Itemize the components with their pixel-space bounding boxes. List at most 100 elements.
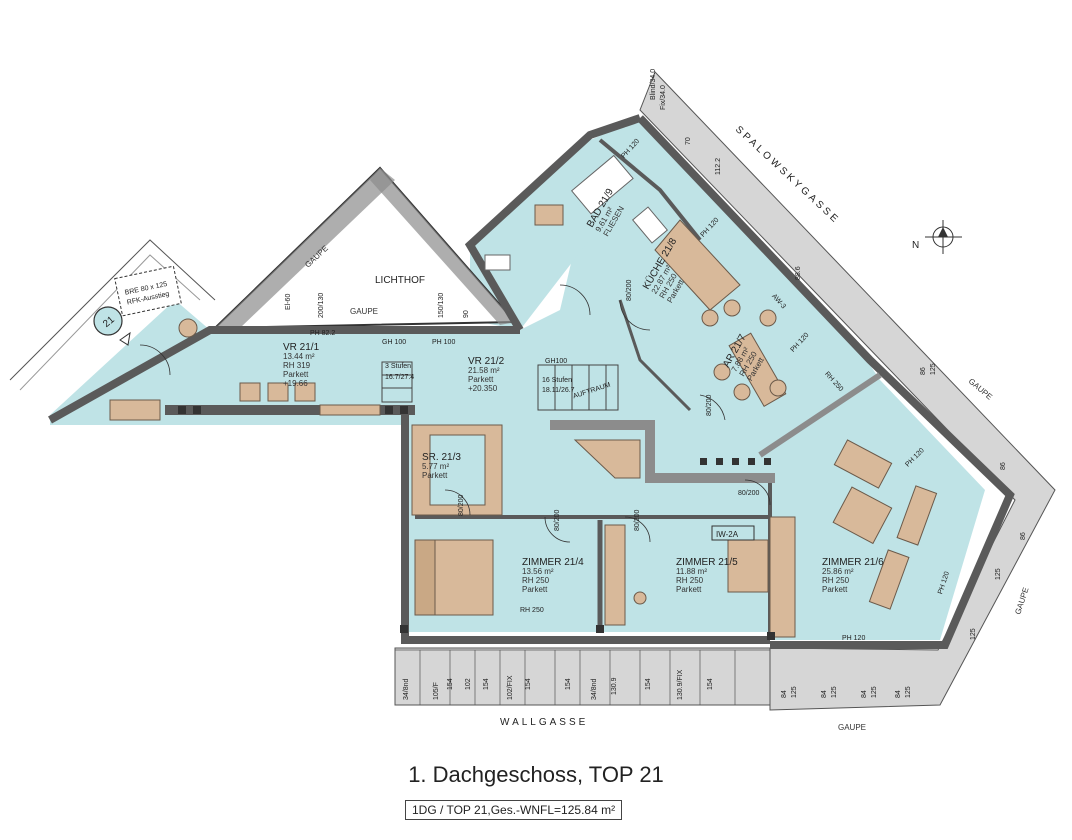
dim-label: 84 xyxy=(861,690,868,698)
room-detail: Parkett xyxy=(676,585,702,594)
dim-label: Fix/34.0 xyxy=(660,85,667,110)
dim-label: 112.2 xyxy=(715,158,722,175)
stairs-label: 3 Stufen xyxy=(385,363,411,370)
lichthof xyxy=(212,166,518,330)
dim-label: 130.9/FIX xyxy=(677,669,684,700)
gh-label: GH 100 xyxy=(382,339,406,346)
room-detail: Parkett xyxy=(822,585,848,594)
dim-label: 125 xyxy=(871,686,878,698)
chair xyxy=(239,382,261,402)
room-name: ZIMMER 21/4 xyxy=(522,557,584,568)
room-detail: Parkett xyxy=(283,370,309,379)
wardrobe-215 xyxy=(604,524,626,626)
window-strip-wallgasse xyxy=(395,649,770,706)
plan-title: 1. Dachgeschoss, TOP 21 xyxy=(408,762,664,787)
dim-label: 34/8nd xyxy=(591,678,598,700)
dim-label: 102 xyxy=(465,678,472,690)
rh-label: RH 250 xyxy=(520,607,544,614)
lichthof-label: LICHTHOF xyxy=(375,275,425,286)
door-label: 80/200 xyxy=(738,490,760,497)
gaupe-label: GAUPE xyxy=(350,307,378,316)
dim-label: 34/8nd xyxy=(403,678,410,700)
dim-label: 86 xyxy=(1020,532,1027,540)
furniture xyxy=(109,154,938,638)
dim-label: 70 xyxy=(685,137,692,145)
plant xyxy=(178,318,198,338)
stairs-dim: 18.11/26.7 xyxy=(542,387,575,394)
north-arrow: N xyxy=(912,220,962,254)
door-label: 80/200 xyxy=(554,509,561,531)
street-wallgasse: WALLGASSE xyxy=(500,717,588,728)
room-detail: 25.86 m² xyxy=(822,567,854,576)
iw2a-label: IW-2A xyxy=(716,530,739,539)
dim-label: 125 xyxy=(831,686,838,698)
el60-label: El-60 xyxy=(285,294,292,310)
floor-plan: 34/8nd 105/F 154 102 154 102/FIX 154 154… xyxy=(9,69,1056,732)
room-detail: +19.66 xyxy=(283,379,308,388)
room-detail: 13.44 m² xyxy=(283,352,315,361)
gaupe-dim: 90 xyxy=(463,310,470,318)
dim-label: 154 xyxy=(483,678,490,690)
door-label: 80/200 xyxy=(706,394,713,416)
dim-label: 130.9 xyxy=(611,677,618,695)
ph-label: PH 120 xyxy=(842,635,865,642)
dim-label: 154 xyxy=(645,678,652,690)
desk xyxy=(727,539,769,593)
gaupe-label: GAUPE xyxy=(1013,586,1030,615)
door-label: 80/200 xyxy=(626,279,633,301)
dim-label: 84 xyxy=(895,690,902,698)
room-detail: RH 250 xyxy=(522,576,550,585)
gaupe-label: GAUPE xyxy=(838,723,866,732)
chair xyxy=(267,382,289,402)
sofa xyxy=(833,439,893,489)
dim-label: 125 xyxy=(970,628,977,640)
north-label: N xyxy=(912,240,919,251)
wall-markers xyxy=(178,406,775,640)
dim-label: 125 xyxy=(995,568,1002,580)
dim-label: 84 xyxy=(821,690,828,698)
sofa xyxy=(896,485,938,546)
dim-label: Blind/34.0 xyxy=(650,69,657,100)
left-balcony xyxy=(9,239,216,391)
dim-label: 88.6 xyxy=(795,266,802,280)
bathtub xyxy=(570,154,634,215)
gh-label: GH100 xyxy=(545,358,567,365)
room-name: VR 21/2 xyxy=(468,356,505,367)
room-detail: 13.56 m² xyxy=(522,567,554,576)
sofa xyxy=(868,549,910,610)
dim-label: 84 xyxy=(781,690,788,698)
door-label: 80/200 xyxy=(634,509,641,531)
wardrobe-216 xyxy=(769,516,796,638)
ph-label: PH 100 xyxy=(432,339,455,346)
desk-chair xyxy=(633,591,647,605)
room-detail: 5.77 m² xyxy=(422,462,449,471)
room-detail: RH 250 xyxy=(822,576,850,585)
door-swings xyxy=(139,284,771,543)
stairs-label: 16 Stufen xyxy=(542,377,572,384)
gaupe-label: GAUPE xyxy=(967,377,994,402)
dim-label: 125 xyxy=(791,686,798,698)
chair xyxy=(294,382,316,402)
room-name: ZIMMER 21/6 xyxy=(822,557,884,568)
floor-area xyxy=(50,120,985,640)
cabinet-left xyxy=(109,399,161,421)
wall-dim-labels: 34/8nd 105/F 154 102 154 102/FIX 154 154… xyxy=(403,69,1027,700)
room-detail: 11.88 m² xyxy=(676,567,707,576)
dim-label: 154 xyxy=(525,678,532,690)
toilet xyxy=(631,206,669,244)
dim-label: 125 xyxy=(905,686,912,698)
room-detail: Parkett xyxy=(522,585,548,594)
gaupe-dim: 200/130 xyxy=(318,293,325,318)
ph-label: PH 82.2 xyxy=(310,330,335,337)
table xyxy=(832,486,893,545)
dim-label: 154 xyxy=(707,678,714,690)
room-detail: +20.350 xyxy=(468,384,498,393)
plan-subtitle: 1DG / TOP 21,Ges.-WNFL=125.84 m² xyxy=(405,800,623,820)
room-detail: RH 250 xyxy=(676,576,704,585)
dim-label: 86 xyxy=(1000,462,1007,470)
